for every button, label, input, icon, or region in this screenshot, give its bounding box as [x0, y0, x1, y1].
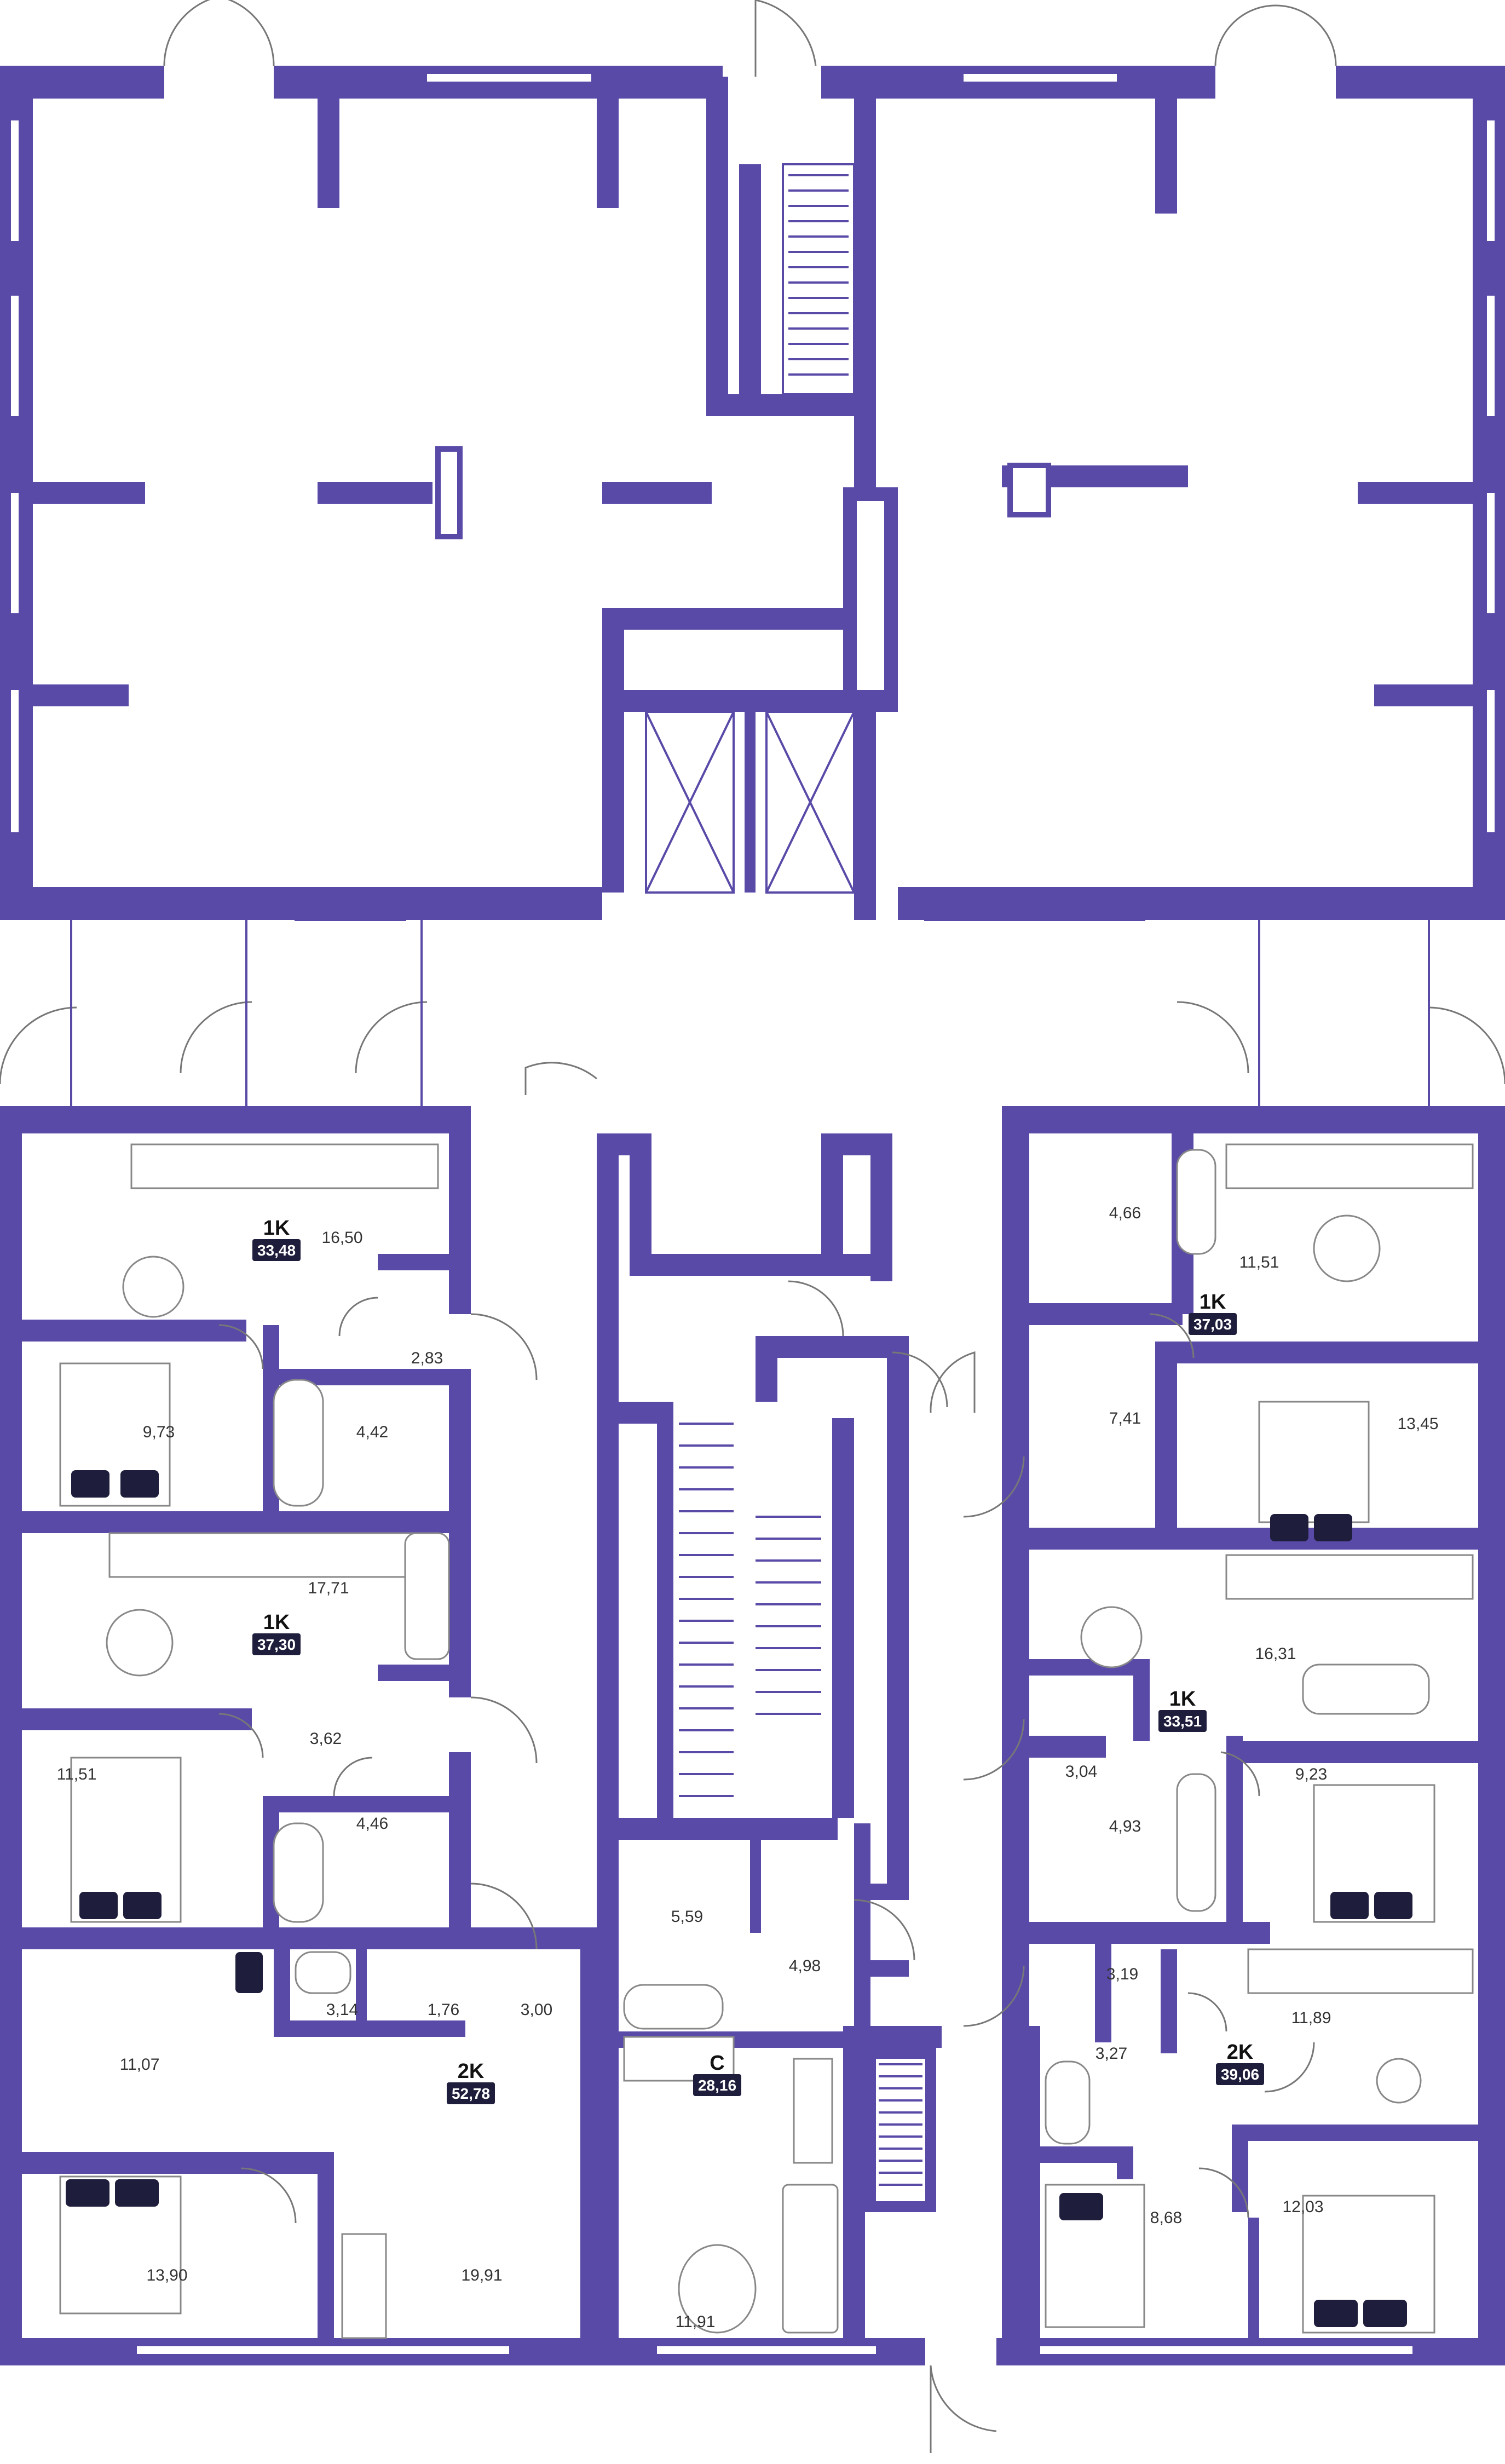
- apartment-type: 1K: [1169, 1688, 1196, 1711]
- apartment-area: 37,30: [257, 1636, 296, 1653]
- apartment-type: 2K: [1227, 2041, 1254, 2064]
- apartment-area-badge: [447, 2082, 495, 2104]
- apartment-tag: C 28,16: [693, 2052, 741, 2096]
- apartment-tag: 1K 33,48: [252, 1217, 301, 1261]
- apartment-area: 39,06: [1221, 2066, 1259, 2083]
- apartment-type: 1K: [263, 1611, 290, 1634]
- room-area: 5,59: [671, 1908, 703, 1926]
- room-area: 4,46: [356, 1815, 388, 1833]
- commercial-block: [0, 66, 1505, 920]
- apartment-type: 2K: [458, 2060, 485, 2083]
- upper-stair: [788, 174, 849, 376]
- apartment-type: C: [710, 2052, 724, 2075]
- room-area: 4,42: [356, 1423, 388, 1441]
- room-area: 7,41: [1109, 1409, 1141, 1427]
- apartment-area: 37,03: [1193, 1316, 1232, 1333]
- room-area: 13,90: [146, 2266, 187, 2284]
- room-area: 3,14: [326, 2001, 358, 2019]
- room-area: 11,91: [676, 2313, 716, 2331]
- room-area: 12,03: [1282, 2198, 1323, 2216]
- apartment-area-badge: [693, 2074, 741, 2096]
- room-area: 3,19: [1106, 1965, 1138, 1983]
- apartment-area: 52,78: [452, 2085, 490, 2102]
- room-area-labels: 16,50 2,83 9,73 4,42 17,71 3,62 11,51 4,46 11,07…: [57, 1204, 1439, 2331]
- apartment-area-badge: [1158, 1710, 1207, 1732]
- room-area: 4,93: [1109, 1817, 1141, 1835]
- room-area: 2,83: [411, 1349, 443, 1367]
- apartment-type: 1K: [263, 1217, 290, 1240]
- room-area: 8,68: [1150, 2209, 1182, 2227]
- room-area: 3,62: [310, 1730, 342, 1748]
- apartment-tag: 2K 39,06: [1216, 2041, 1264, 2085]
- room-area: 11,51: [1239, 1253, 1279, 1271]
- room-area: 11,07: [120, 2056, 160, 2074]
- apartment-area-badge: [1189, 1313, 1237, 1335]
- apartment-area: 33,48: [257, 1242, 296, 1259]
- apartment-area-badge: [252, 1239, 301, 1261]
- elevators: [645, 711, 855, 893]
- apartment-tags: 1K 33,48 1K 37,30 2K 52,78 C 28,16 1K 37,03 1K 33,5…: [252, 1217, 1264, 2104]
- room-area: 9,23: [1295, 1765, 1327, 1783]
- room-area: 11,89: [1291, 2009, 1331, 2027]
- room-area: 4,66: [1109, 1204, 1141, 1222]
- room-area: 3,27: [1095, 2045, 1127, 2063]
- room-area: 11,51: [57, 1765, 97, 1783]
- entrance-doors: [0, 0, 1505, 1112]
- apartment-tag: 1K 37,03: [1189, 1291, 1237, 1335]
- room-area: 19,91: [461, 2266, 502, 2284]
- room-area: 3,00: [521, 2001, 552, 2019]
- room-area: 16,31: [1255, 1645, 1296, 1663]
- room-area: 1,76: [428, 2001, 459, 2019]
- apartment-type: 1K: [1200, 1291, 1226, 1314]
- interior-doors: [218, 1280, 1315, 2453]
- room-area: 4,98: [789, 1957, 821, 1975]
- lower-stair: [679, 1423, 922, 2186]
- apartment-area-badge: [1216, 2063, 1264, 2085]
- apartment-area-badge: [252, 1633, 301, 1655]
- apartment-tag: 2K 52,78: [447, 2060, 495, 2104]
- room-area: 13,45: [1397, 1415, 1438, 1433]
- apartment-area: 33,51: [1163, 1713, 1202, 1730]
- room-area: 9,73: [143, 1423, 175, 1441]
- apartment-tag: 1K 33,51: [1158, 1688, 1207, 1732]
- fixtures: [59, 1143, 1474, 2339]
- room-area: 17,71: [308, 1579, 349, 1597]
- room-area: 16,50: [321, 1229, 362, 1247]
- apartment-tag: 1K 37,30: [252, 1611, 301, 1655]
- room-area: 3,04: [1065, 1763, 1097, 1781]
- apartment-area: 28,16: [698, 2077, 736, 2094]
- residential-block: [0, 1106, 1505, 2365]
